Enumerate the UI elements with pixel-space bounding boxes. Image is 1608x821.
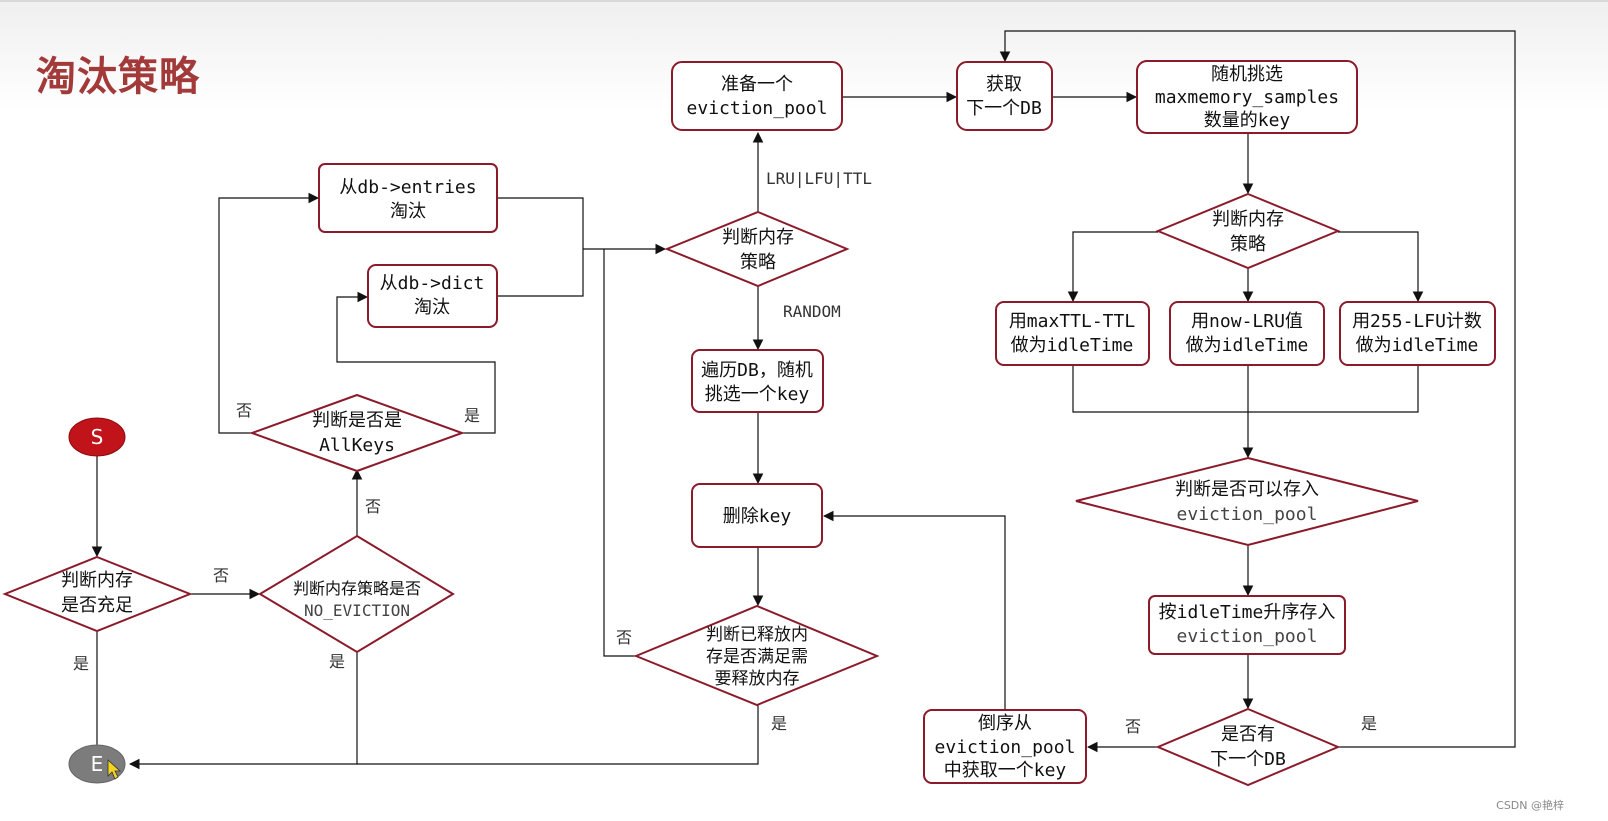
edge-reverse-to-delete	[822, 510, 1006, 709]
lru-line1: 用now-LRU值	[1191, 311, 1303, 332]
next-db-line1: 获取	[986, 74, 1022, 95]
label-random: RANDOM	[783, 302, 841, 321]
sort-store-box: 按idleTime升序存入 eviction_pool	[1148, 595, 1346, 655]
label-next-db-no: 否	[1125, 717, 1141, 736]
lfu-line2: 做为idleTime	[1356, 335, 1479, 356]
page-title: 淘汰策略	[36, 54, 200, 100]
allkeys-line1: 判断是否是	[312, 410, 402, 431]
ttl-line2: 做为idleTime	[1011, 335, 1134, 356]
label-freed-no: 否	[616, 628, 632, 647]
sample-line1: 随机挑选	[1211, 64, 1283, 85]
entries-line2: 淘汰	[390, 201, 426, 222]
edge-freed-no-to-policy	[603, 249, 636, 657]
no-eviction-line1: 判断内存策略是否	[293, 579, 421, 598]
label-memory-no: 否	[213, 566, 229, 585]
watermark: CSDN @艳梓	[1496, 799, 1564, 812]
prepare-pool-line2: eviction_pool	[687, 98, 828, 119]
lfu-idle-box: 用255-LFU计数 做为idleTime	[1339, 301, 1496, 366]
sample-line2: maxmemory_samples	[1155, 87, 1339, 108]
can-store-line2: eviction_pool	[1177, 504, 1318, 525]
label-allkeys-no: 否	[236, 401, 252, 420]
sort-line1: 按idleTime升序存入	[1159, 602, 1336, 623]
lfu-line1: 用255-LFU计数	[1352, 311, 1482, 332]
ttl-idle-box: 用maxTTL-TTL 做为idleTime	[995, 301, 1150, 366]
label-next-db-yes: 是	[1361, 714, 1377, 733]
has-next-db-diamond: 是否有 下一个DB	[1155, 707, 1341, 787]
prepare-pool-line1: 准备一个	[721, 74, 793, 95]
can-store-check-diamond: 判断是否可以存入 eviction_pool	[1075, 456, 1419, 547]
traverse-db-box: 遍历DB，随机 挑选一个key	[691, 349, 824, 413]
mouse-cursor-icon	[107, 759, 122, 780]
traverse-line1: 遍历DB，随机	[701, 360, 813, 381]
policy-pool-line2: 策略	[1230, 234, 1266, 255]
freed-line1: 判断已释放内	[706, 625, 808, 645]
freed-check-diamond: 判断已释放内 存是否满足需 要释放内存	[633, 604, 880, 707]
memory-check-diamond: 判断内存 是否充足	[2, 555, 193, 633]
label-allkeys-yes: 是	[464, 406, 480, 425]
policy-pool-line1: 判断内存	[1212, 209, 1284, 230]
policy-main-line1: 判断内存	[722, 227, 794, 248]
reverse-line1: 倒序从	[978, 713, 1032, 734]
edge-policy-pool-to-lfu	[1338, 231, 1424, 303]
edges	[91, 30, 1516, 770]
start-terminal: S	[68, 417, 126, 457]
ttl-line1: 用maxTTL-TTL	[1009, 311, 1136, 332]
end-label: E	[91, 752, 104, 776]
has-next-line1: 是否有	[1221, 724, 1275, 745]
policy-check-main-diamond: 判断内存 策略	[664, 210, 850, 288]
edge-has-next-yes-loop	[999, 30, 1516, 748]
policy-check-pool-diamond: 判断内存 策略	[1155, 192, 1341, 270]
edge-allkeys-yes-to-dict	[336, 291, 496, 434]
sort-line2: eviction_pool	[1177, 626, 1318, 647]
reverse-take-box: 倒序从 eviction_pool 中获取一个key	[923, 709, 1087, 784]
dict-line2: 淘汰	[414, 297, 450, 318]
label-no-eviction-no: 否	[365, 497, 381, 516]
top-border	[0, 0, 1608, 2]
reverse-line2: eviction_pool	[935, 737, 1076, 758]
traverse-line2: 挑选一个key	[705, 384, 810, 405]
edge-labels: 是 否 是 否 否 是 LRU|LFU|TTL RANDOM 否 是 否 是	[73, 169, 1377, 736]
lru-idle-box: 用now-LRU值 做为idleTime	[1169, 301, 1325, 366]
sample-line3: 数量的key	[1204, 110, 1291, 131]
memory-check-line1: 判断内存	[61, 570, 133, 591]
label-no-eviction-yes: 是	[329, 652, 345, 671]
edge-entries-to-merge	[497, 197, 584, 249]
allkeys-line2: AllKeys	[319, 435, 395, 456]
memory-check-line2: 是否充足	[61, 595, 133, 616]
edge-dict-to-merge	[497, 249, 584, 297]
delete-key-label: 删除key	[723, 506, 792, 527]
next-db-line2: 下一个DB	[966, 98, 1042, 119]
delete-key-box: 删除key	[691, 483, 823, 548]
get-next-db-box: 获取 下一个DB	[956, 61, 1053, 131]
label-lru-lfu-ttl: LRU|LFU|TTL	[766, 169, 872, 188]
label-freed-yes: 是	[771, 714, 787, 733]
evict-from-entries-box: 从db->entries 淘汰	[318, 163, 498, 233]
edge-ttl-to-merge	[1072, 366, 1419, 413]
policy-main-line2: 策略	[740, 252, 776, 273]
label-memory-yes: 是	[73, 654, 89, 673]
edge-policy-pool-to-ttl	[1067, 231, 1158, 303]
lru-line2: 做为idleTime	[1186, 335, 1309, 356]
no-eviction-line2: NO_EVICTION	[304, 601, 410, 620]
reverse-line3: 中获取一个key	[944, 760, 1067, 781]
no-eviction-check-diamond: 判断内存策略是否 NO_EVICTION	[258, 534, 455, 654]
dict-line1: 从db->dict	[380, 273, 485, 294]
has-next-line2: 下一个DB	[1210, 749, 1286, 770]
start-label: S	[91, 425, 104, 449]
prepare-pool-box: 准备一个 eviction_pool	[671, 61, 843, 131]
entries-line1: 从db->entries	[339, 177, 476, 198]
random-sample-box: 随机挑选 maxmemory_samples 数量的key	[1136, 60, 1358, 134]
edge-freed-yes-to-end	[357, 705, 759, 765]
edge-no-eviction-yes-to-end	[128, 652, 358, 770]
freed-line3: 要释放内存	[715, 669, 800, 689]
allkeys-check-diamond: 判断是否是 AllKeys	[249, 393, 465, 473]
can-store-line1: 判断是否可以存入	[1175, 479, 1319, 500]
edge-allkeys-no-to-entries	[218, 192, 320, 434]
freed-line2: 存是否满足需	[706, 647, 808, 667]
evict-from-dict-box: 从db->dict 淘汰	[367, 264, 498, 328]
